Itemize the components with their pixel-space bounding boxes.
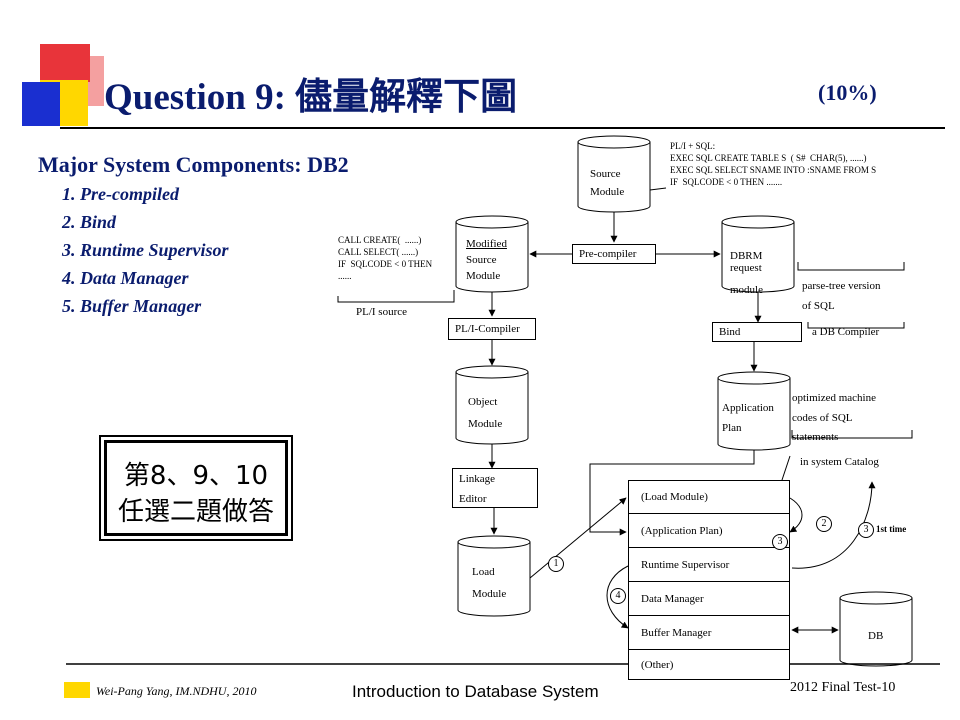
precompiler-box: Pre-compiler	[572, 244, 656, 264]
linkage-editor-label: Linkage	[459, 473, 496, 485]
source-module-label: Module	[590, 186, 625, 198]
stack-row: Data Manager	[628, 582, 790, 616]
stack-row-label: (Other)	[641, 658, 674, 671]
db-cylinder	[839, 591, 913, 667]
modified-source-label: Modified	[466, 238, 507, 250]
pl1-compiler-box: PL/I-Compiler	[448, 318, 536, 340]
pl1-compiler-label: PL/I-Compiler	[455, 323, 520, 335]
footer-author: Wei-Pang Yang, IM.NDHU, 2010	[96, 684, 257, 698]
callout-line-1: 第8、9、10	[123, 461, 269, 491]
application-plan-cylinder	[717, 371, 791, 451]
component-item: 2. Bind	[62, 212, 117, 232]
brace-parse-tree	[797, 262, 905, 271]
callout-box: 第8、9、10 任選二題做答	[99, 435, 293, 541]
stack-row-label: Runtime Supervisor	[641, 558, 730, 571]
linkage-editor-box: Linkage Editor	[452, 468, 538, 508]
linkage-editor-label: Editor	[459, 493, 487, 505]
component-list: 1. Pre-compiled 2. Bind 3. Runtime Super…	[62, 184, 229, 324]
footer-yellow-square	[64, 682, 90, 698]
callout-line-2: 任選二題做答	[117, 497, 274, 527]
first-time-label: 1st time	[876, 524, 907, 534]
load-module-label: Module	[472, 588, 507, 600]
slide-title: Question 9: 儘量解釋下圖	[104, 77, 518, 118]
object-module-label: Object	[468, 396, 498, 408]
modified-source-label: Source	[466, 254, 497, 266]
application-plan-label: Application	[722, 402, 774, 414]
brace-pl1-source	[337, 290, 455, 303]
arrow-3-first-time	[791, 481, 876, 569]
source-sql-code: PL/I + SQL: EXEC SQL CREATE TABLE S ( S#…	[670, 141, 877, 187]
step-marker-3b: 3	[858, 522, 874, 538]
subheading: Major System Components: DB2	[38, 152, 349, 177]
object-module-label: Module	[468, 418, 503, 430]
step-marker-3a: 3	[772, 534, 788, 550]
arrow-plan-to-stack	[589, 450, 755, 536]
stack-row-label: Buffer Manager	[641, 626, 712, 639]
precompiler-label: Pre-compiler	[579, 248, 637, 260]
application-plan-label: Plan	[722, 422, 742, 434]
bind-box: Bind	[712, 322, 802, 342]
step-marker-4: 4	[610, 588, 626, 604]
bind-label: Bind	[719, 326, 741, 338]
modified-source-cylinder	[455, 215, 529, 293]
component-item: 1. Pre-compiled	[62, 184, 179, 204]
system-catalog-label: in system Catalog	[800, 456, 879, 468]
stack-row: Runtime Supervisor	[628, 548, 790, 582]
modified-source-code: CALL CREATE( ......) CALL SELECT( ......…	[338, 235, 433, 281]
deco-red-square	[40, 44, 90, 82]
optimized-label: optimized machine	[792, 392, 876, 404]
component-item: 3. Runtime Supervisor	[62, 240, 229, 260]
stack-row-label: (Application Plan)	[641, 524, 723, 537]
footer-course: Introduction to Database System	[352, 682, 599, 701]
brace-db-compiler	[807, 322, 905, 329]
db-label: DB	[868, 630, 884, 642]
parse-tree-label: parse-tree version	[802, 280, 881, 292]
step-marker-1: 1	[548, 556, 564, 572]
modified-source-label: Module	[466, 270, 501, 282]
stack-row: (Load Module)	[628, 480, 790, 514]
load-module-label: Load	[472, 566, 495, 578]
brace-optimized	[791, 430, 913, 439]
arrow-load-to-stack	[529, 497, 627, 579]
title-points: (10%)	[818, 80, 877, 105]
component-item: 4. Data Manager	[62, 268, 189, 288]
source-module-cylinder	[577, 135, 651, 213]
dbrm-label: module	[730, 284, 763, 296]
brace-source-sql	[649, 187, 667, 191]
stack-row-label: Data Manager	[641, 592, 704, 605]
stack-row-label: (Load Module)	[641, 491, 708, 503]
footer-test: 2012 Final Test-10	[790, 680, 896, 695]
optimized-label: statements	[792, 431, 839, 443]
arrow-2-curve	[789, 497, 803, 533]
stack-row: Buffer Manager	[628, 616, 790, 650]
component-item: 5. Buffer Manager	[62, 296, 202, 316]
dbrm-label: request	[730, 262, 762, 274]
deco-blue-square	[22, 82, 60, 126]
optimized-label: codes of SQL	[792, 412, 853, 424]
title-underline	[60, 127, 945, 129]
source-module-label: Source	[590, 168, 621, 180]
arrow-4-curve	[606, 565, 629, 629]
step-marker-2: 2	[816, 516, 832, 532]
stack-row: (Application Plan)	[628, 514, 790, 548]
db-compiler-label: a DB Compiler	[812, 326, 880, 338]
parse-tree-label: of SQL	[802, 300, 835, 312]
object-module-cylinder	[455, 365, 529, 445]
dbrm-label: DBRM	[730, 250, 763, 262]
dbrm-cylinder	[721, 215, 795, 293]
stack-row: (Other)	[628, 650, 790, 680]
pl1-source-label: PL/I source	[356, 306, 408, 318]
load-module-cylinder	[457, 535, 531, 617]
